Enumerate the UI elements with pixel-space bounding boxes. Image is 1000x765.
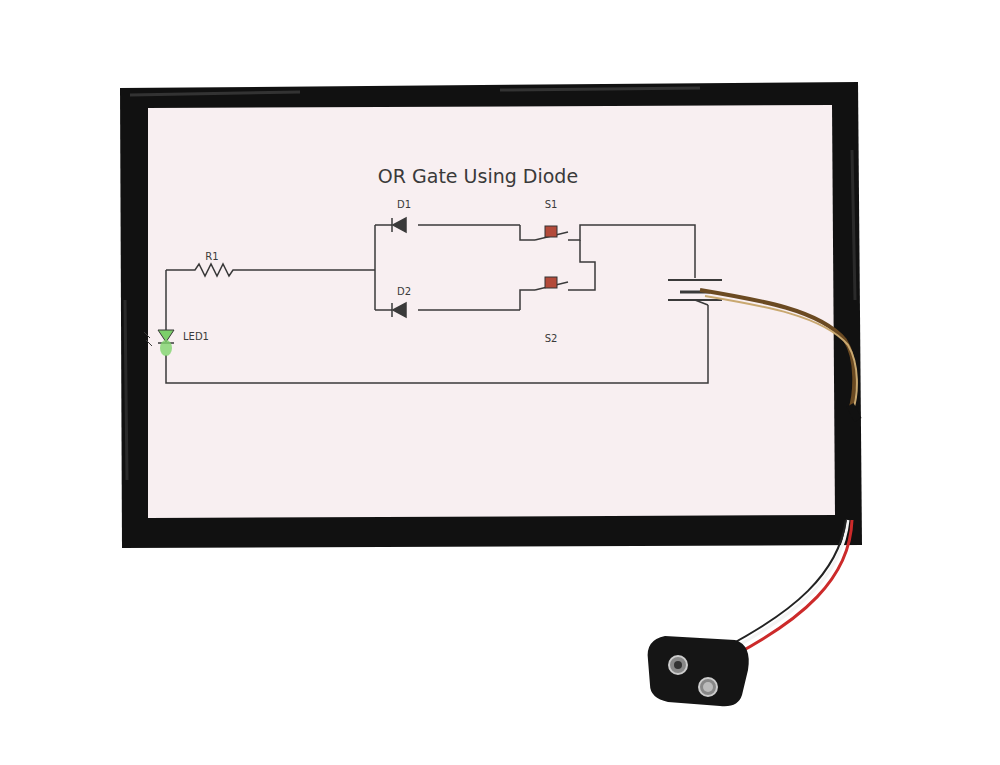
component-label: R1 — [205, 251, 218, 262]
component-label: D1 — [397, 199, 411, 210]
component-label: S2 — [545, 333, 558, 344]
diagram-title: OR Gate Using Diode — [378, 165, 578, 187]
component-label: D2 — [397, 286, 411, 297]
component-label: LED1 — [183, 331, 209, 342]
component-label: S1 — [545, 199, 558, 210]
